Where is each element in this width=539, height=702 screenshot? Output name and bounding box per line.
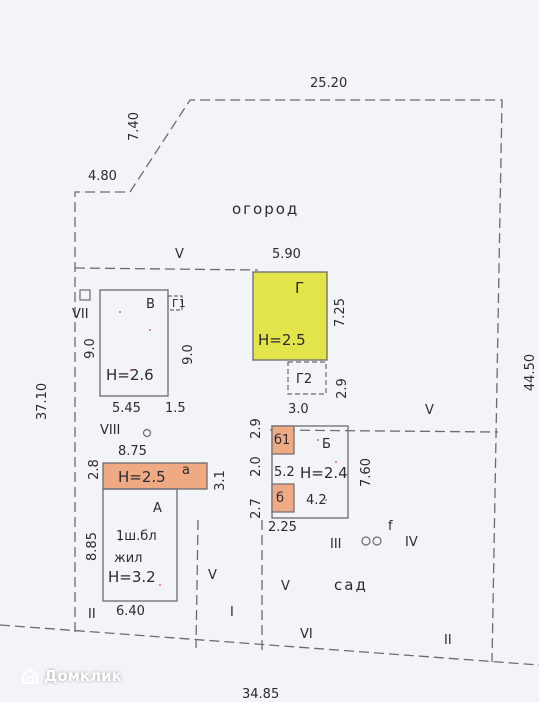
dim-b-left-top: 2.9 (248, 418, 264, 439)
dim-diag-upper: 7.40 (126, 112, 142, 141)
bottom-boundary (0, 624, 539, 666)
building-g (252, 271, 328, 361)
building-b-small (271, 483, 295, 513)
texture-dots (119, 311, 337, 586)
building-g1 (167, 295, 183, 311)
dim-right-side: 44.50 (523, 353, 539, 392)
dim-v-small: 1.5 (165, 401, 186, 416)
dim-g2-depth: 2.9 (334, 378, 350, 399)
dim-b-bottom: 2.25 (268, 520, 297, 535)
fence-iii: III (330, 537, 342, 552)
dim-bottom-width: 34.85 (242, 687, 280, 702)
building-a-house (102, 488, 178, 602)
dim-g-depth: 7.25 (332, 298, 348, 327)
fence-vi: VI (300, 627, 313, 642)
building-g-letter: Г (295, 279, 305, 297)
marker-square (79, 289, 91, 301)
fence-ii-left: II (88, 607, 96, 622)
dim-left-side: 37.10 (35, 382, 51, 421)
dim-v-left: 9.0 (82, 338, 98, 359)
building-b1 (271, 425, 295, 455)
dim-b-left-mid: 2.0 (248, 456, 264, 477)
building-a-small: а (182, 463, 190, 478)
dim-top-width: 25.20 (310, 76, 348, 91)
zone-orchard: сад (334, 576, 368, 594)
fence-v-right: V (425, 403, 434, 418)
dim-b-right: 7.60 (358, 458, 374, 487)
fence-viii: VIII (100, 423, 121, 438)
fence-left-v (195, 519, 199, 649)
zone-garden: огород (232, 200, 300, 218)
fence-v-mid: V (208, 568, 217, 583)
fence-v-low: V (281, 579, 290, 594)
fence-right (269, 429, 499, 433)
building-v-letter: В (146, 297, 155, 312)
building-g-height: Н=2.5 (258, 331, 306, 349)
building-g2-label: Г2 (296, 372, 313, 387)
dim-v-bottom: 5.45 (112, 401, 141, 416)
boundary-line (74, 99, 503, 663)
dim-g2-width: 3.0 (288, 402, 309, 417)
dim-a-left: 2.8 (86, 459, 102, 480)
watermark-text: Домклик (44, 667, 122, 685)
fence-top (74, 267, 259, 271)
building-b-letter: Б (322, 437, 331, 452)
well-f-label: f (388, 519, 393, 534)
fence-v-top: V (175, 247, 184, 262)
building-g1-label: Г1 (172, 297, 186, 310)
fence-ii-right: II (444, 633, 452, 648)
building-a-letter: А (153, 501, 162, 516)
building-v-height: Н=2.6 (106, 366, 154, 384)
watermark: Домклик (20, 666, 122, 686)
well-2 (372, 536, 382, 546)
domclick-logo-icon (22, 667, 38, 684)
building-b-small-label: б (276, 491, 285, 506)
building-a-height: Н=2.5 (118, 468, 166, 486)
building-house-height: Н=3.2 (108, 568, 156, 586)
dim-house-left: 8.85 (84, 532, 100, 561)
dim-b-inner: 4.2 (306, 493, 327, 508)
dim-left-notch: 4.80 (88, 169, 117, 184)
building-g2 (287, 361, 327, 395)
dim-a-width: 8.75 (118, 444, 147, 459)
dim-house-bottom: 6.40 (116, 604, 145, 619)
building-house-line1: 1ш.бл (116, 529, 157, 544)
dim-v-right: 9.0 (180, 344, 196, 365)
fence-i: I (230, 605, 234, 620)
fence-iv: IV (405, 535, 418, 550)
building-b (271, 425, 349, 519)
building-b1-label: б1 (274, 433, 291, 448)
dim-g-width: 5.90 (272, 247, 301, 262)
building-b-inner-side: 5.2 (274, 465, 295, 480)
dim-a-right: 3.1 (212, 470, 228, 491)
building-v (99, 289, 169, 397)
well-1 (361, 536, 371, 546)
building-house-line2: жил (114, 551, 143, 566)
well-3 (142, 428, 152, 438)
dim-b-left-low: 2.7 (248, 498, 264, 519)
fence-vii: VII (72, 307, 89, 322)
building-b-height: Н=2.4 (300, 464, 348, 482)
